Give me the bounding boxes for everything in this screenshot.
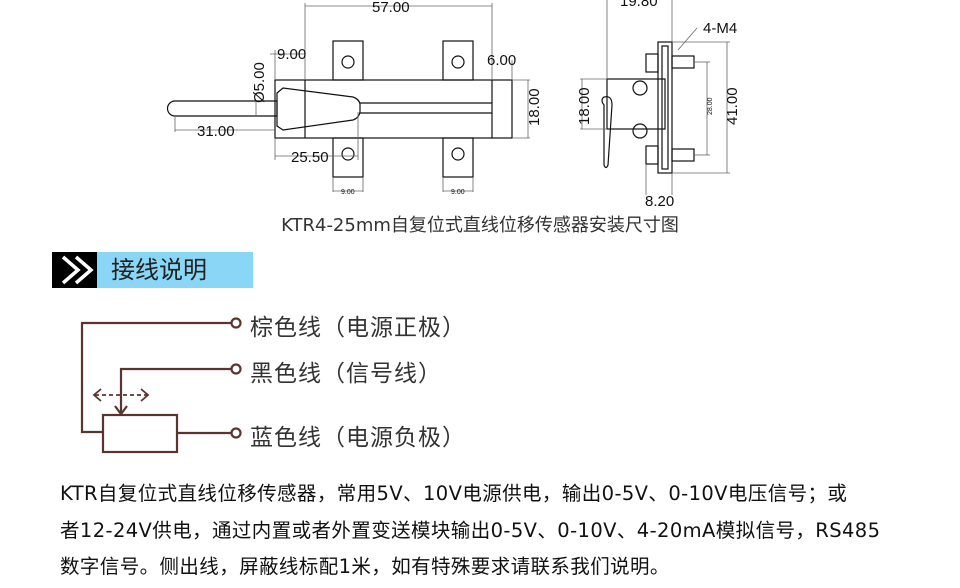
dim-top-width: 19.80 <box>620 0 658 10</box>
dim-left-offset: 9.00 <box>277 46 306 63</box>
wire-label-blue: 蓝色线（电源负极） <box>250 425 466 451</box>
dim-flange-width: 8.20 <box>645 193 674 210</box>
dim-rod-length: 31.00 <box>197 123 235 140</box>
dim-tab-width: 9.00 <box>341 189 355 196</box>
section-header: 接线说明 <box>52 252 253 288</box>
description-line: 者12-24V供电，通过内置或者外置变送模块输出0-5V、0-10V、4-20m… <box>60 519 881 542</box>
dim-hole-spacing: 28.00 <box>707 97 714 115</box>
mount-tab <box>442 137 474 178</box>
screw-label: 4-M4 <box>703 20 737 37</box>
dim-body-height: 18.00 <box>576 87 593 125</box>
mount-tab <box>332 40 364 81</box>
mount-tab <box>442 40 474 81</box>
chevron-block <box>52 252 97 288</box>
side-body <box>606 78 666 130</box>
description-line: KTR自复位式直线位移传感器，常用5V、10V电源供电，输出0-5V、0-10V… <box>60 482 848 505</box>
wiring-diagram <box>80 317 242 454</box>
wire-label-black: 黑色线（信号线） <box>250 361 442 387</box>
terminal <box>230 427 242 439</box>
dim-total-height: 41.00 <box>724 87 741 125</box>
drawing-caption: KTR4-25mm自复位式直线位移传感器安装尺寸图 <box>281 215 679 236</box>
side-lever <box>601 96 613 169</box>
potentiometer <box>101 413 179 454</box>
terminal <box>230 317 242 329</box>
plunger-rod <box>166 100 278 117</box>
dim-tab-width: 9.00 <box>451 189 465 196</box>
dim-stroke: 25.50 <box>291 149 329 166</box>
terminal <box>230 363 242 375</box>
dim-end-cap: 6.00 <box>487 52 516 69</box>
side-flange <box>657 41 673 174</box>
plunger-head <box>276 87 361 131</box>
dim-height: 18.00 <box>526 88 543 126</box>
dim-diameter: Ø5.00 <box>251 62 268 103</box>
section-title: 接线说明 <box>97 252 253 288</box>
dim-overall-length: 57.00 <box>372 0 410 16</box>
sensor-body <box>274 79 513 139</box>
mount-tab <box>332 137 364 178</box>
wire-label-brown: 棕色线（电源正极） <box>250 315 466 341</box>
description-line: 数字信号。侧出线，屏蔽线标配1米，如有特殊要求请联系我们说明。 <box>60 555 670 578</box>
